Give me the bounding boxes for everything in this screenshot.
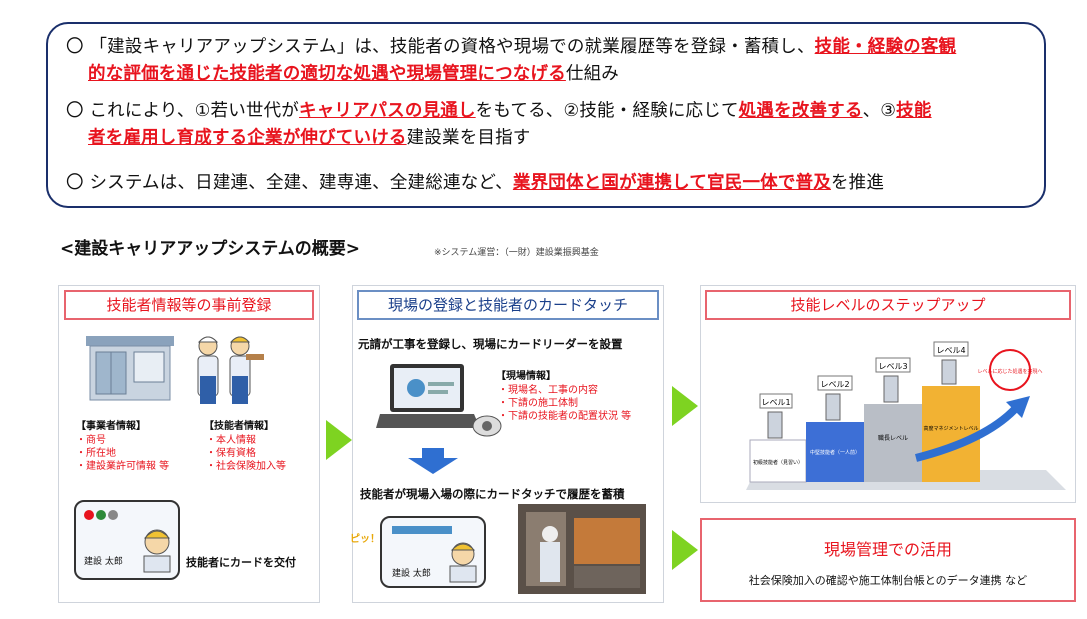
panel-site-management-title: 現場管理での活用 — [823, 540, 952, 559]
bullet-mark: 〇 — [66, 101, 84, 121]
down-arrow-icon — [408, 448, 458, 474]
site-info-item: ・下請の施工体制 — [498, 398, 578, 409]
level-badge: レベル1 — [761, 398, 790, 407]
bullet-text: を推進 — [830, 173, 885, 193]
panel-skill-level — [700, 285, 1076, 503]
bullet-highlight: 処遇を改善する — [738, 101, 863, 121]
panel-site-card — [352, 285, 664, 603]
site-info-list: ・現場名、工事の内容 ・下請の施工体制 ・下請の技能者の配置状況 等 — [498, 384, 631, 423]
card-holder-name: 建設 太郎 — [84, 557, 123, 567]
office-building-icon — [86, 336, 174, 401]
skill-steps-diagram: レベル1 レベル2 レベル3 レベル4 初級技能者（見習い） 中堅技能者（一人前… — [746, 341, 1066, 490]
worker-info-item: ・本人情報 — [206, 435, 256, 446]
bullet-text: これにより、①若い世代が — [89, 101, 300, 121]
panel-registration-title: 技能者情報等の事前登録 — [64, 290, 314, 320]
biz-info-item: ・商号 — [76, 435, 106, 446]
site-step-2: 技能者が現場入場の際にカードタッチで履歴を蓄積 — [360, 487, 625, 501]
bullet-highlight: 技能 — [896, 101, 932, 121]
bullet-3: 〇 システムは、日建連、全建、建専連、全建総連など、業界団体と国が連携して官民一… — [66, 170, 884, 197]
bullet-text: をもてる、②技能・経験に応じて — [475, 101, 739, 121]
biz-info-item: ・所在地 — [76, 448, 116, 459]
worker-photo-icon — [143, 529, 171, 573]
site-info-item: ・下請の技能者の配置状況 等 — [498, 411, 632, 422]
level-badge: レベル4 — [936, 346, 965, 355]
card-reader-icon — [472, 415, 502, 437]
site-entrance-photo — [518, 504, 646, 594]
worker-info-heading: 【技能者情報】 — [204, 421, 274, 432]
worker-info-list: ・本人情報 ・保有資格 ・社会保険加入等 — [206, 434, 286, 473]
bullet-text: 仕組み — [565, 64, 620, 84]
bullet-highlight: 的な評価を通じた技能者の適切な処遇や現場管理につなげる — [88, 64, 566, 84]
biz-info-heading: 【事業者情報】 — [76, 421, 146, 432]
level-badge: レベル2 — [820, 380, 849, 389]
bullet-text: 、③ — [862, 101, 897, 121]
bullet-text: システムは、日建連、全建、建専連、全建総連など、 — [89, 173, 513, 193]
panel-site-management — [700, 518, 1076, 602]
biz-info-item: ・建設業許可情報 等 — [76, 461, 170, 472]
bullet-text: 「建設キャリアアップシステム」は、技能者の資格や現場での就業履歴等を登録・蓄積し… — [89, 37, 815, 57]
site-info-heading: 【現場情報】 — [496, 371, 556, 382]
bullet-mark: 〇 — [66, 37, 84, 57]
section-note: ※システム運営：（一財）建設業振興基金 — [434, 248, 599, 258]
id-card: 建設 太郎 — [74, 500, 180, 580]
section-title: <建設キャリアアップシステムの概要> — [60, 239, 360, 259]
bullet-1: 〇 「建設キャリアアップシステム」は、技能者の資格や現場での就業履歴等を登録・蓄… — [66, 34, 956, 88]
site-info-item: ・現場名、工事の内容 — [498, 385, 598, 396]
bullet-mark: 〇 — [66, 173, 84, 193]
worker-photo-icon — [449, 542, 477, 583]
card-caption: 技能者にカードを交付 — [186, 556, 296, 569]
panel-site-management-desc: 社会保険加入の確認や施工体制台帳とのデータ連携 など — [748, 574, 1028, 587]
flow-arrow-icon — [326, 420, 352, 460]
panel-registration — [58, 285, 320, 603]
worker-info-item: ・保有資格 — [206, 448, 256, 459]
touch-id-card: 建設 太郎 — [380, 516, 486, 588]
worker-info-item: ・社会保険加入等 — [206, 461, 286, 472]
laptop-icon — [376, 364, 480, 428]
bullet-highlight: キャリアパスの見通し — [299, 101, 476, 121]
panel-skill-level-title: 技能レベルのステップアップ — [705, 290, 1071, 320]
level-block-label: 初級技能者（見習い） — [753, 459, 803, 466]
flow-arrow-icon — [672, 386, 698, 426]
bullet-highlight: 業界団体と国が連携して官民一体で普及 — [512, 173, 831, 193]
panel-site-card-title: 現場の登録と技能者のカードタッチ — [357, 290, 659, 320]
flow-arrow-icon — [672, 530, 698, 570]
bullet-2: 〇 これにより、①若い世代がキャリアパスの見通しをもてる、②技能・経験に応じて処… — [66, 98, 932, 152]
level-block-label: 職長レベル — [878, 434, 908, 442]
level-block-label: 中堅技能者（一人前） — [810, 449, 860, 456]
bullet-highlight: 技能・経験の客観 — [814, 37, 957, 57]
touch-label: ピッ！ — [350, 534, 380, 545]
bullet-highlight: 者を雇用し育成する企業が伸びていける — [88, 128, 407, 148]
site-step-1: 元請が工事を登録し、現場にカードリーダーを設置 — [358, 337, 623, 351]
goal-label: レベルに応じた処遇を実現へ — [977, 368, 1042, 375]
level-badge: レベル3 — [878, 362, 907, 371]
level-block-label: 高度マネジメントレベル — [923, 425, 978, 432]
summary-box: 〇 「建設キャリアアップシステム」は、技能者の資格や現場での就業履歴等を登録・蓄… — [46, 22, 1046, 208]
biz-info-list: ・商号 ・所在地 ・建設業許可情報 等 — [76, 434, 169, 473]
card-holder-name: 建設 太郎 — [392, 569, 431, 579]
workers-icon — [197, 336, 264, 404]
bullet-text: 建設業を目指す — [406, 128, 531, 148]
